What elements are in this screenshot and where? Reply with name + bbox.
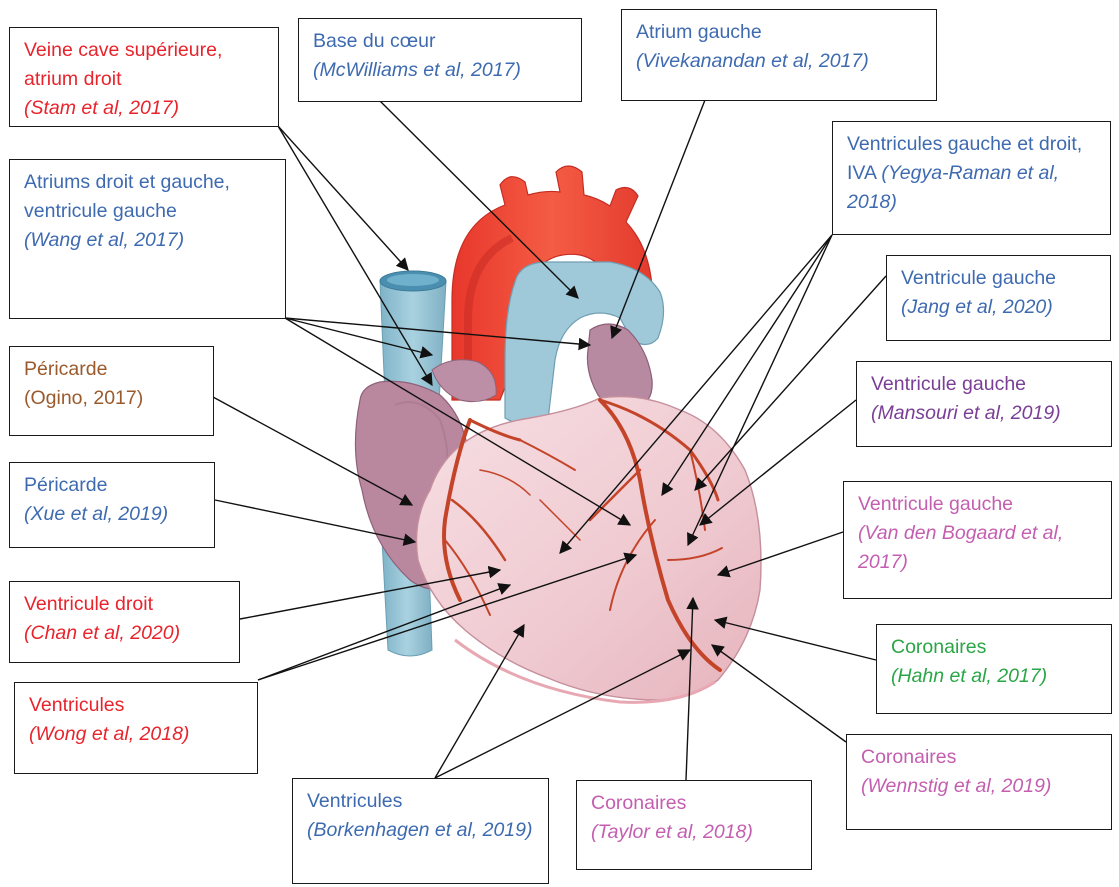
label-title: Ventricule gauche [858,490,1099,519]
label-atriums: Atriums droit et gauche, ventricule gauc… [9,159,286,319]
label-citation: (Borkenhagen et al, 2019) [307,816,536,845]
label-title: Ventricules [29,691,245,720]
label-title: Péricarde [24,355,201,384]
label-pericarde-xue: Péricarde (Xue et al, 2019) [9,462,215,548]
heart-illustration [355,166,761,702]
label-citation: (Ogino, 2017) [24,384,201,413]
label-citation: (Van den Bogaard et al, 2017) [858,519,1099,577]
label-citation: (Stam et al, 2017) [24,94,266,123]
label-citation: (Chan et al, 2020) [24,619,227,648]
label-title: Ventricule gauche [901,264,1098,293]
label-base-coeur: Base du cœur (McWilliams et al, 2017) [298,18,582,102]
label-ventricules-wong: Ventricules (Wong et al, 2018) [14,682,258,774]
label-citation: (Jang et al, 2020) [901,293,1098,322]
label-title: Ventricules [307,787,536,816]
label-citation: (Hahn et al, 2017) [891,662,1099,691]
label-coronaires-taylor: Coronaires (Taylor et al, 2018) [576,780,812,870]
label-title: Atriums droit et gauche, ventricule gauc… [24,168,273,226]
label-vg-jang: Ventricule gauche (Jang et al, 2020) [886,255,1111,341]
label-title: Coronaires [861,743,1099,772]
label-veine-cave: Veine cave supérieure, atrium droit (Sta… [9,27,279,127]
label-citation: (Taylor et al, 2018) [591,818,799,847]
label-citation: (McWilliams et al, 2017) [313,56,569,85]
label-coronaires-hahn: Coronaires (Hahn et al, 2017) [876,624,1112,714]
label-coronaires-wennstig: Coronaires (Wennstig et al, 2019) [846,734,1112,830]
label-citation: (Xue et al, 2019) [24,500,202,529]
ventricles [417,397,762,701]
label-atrium-gauche: Atrium gauche (Vivekanandan et al, 2017) [621,9,937,101]
label-citation: (Yegya-Raman et al, 2018) [847,162,1059,213]
label-title: Base du cœur [313,27,569,56]
label-vg-bogaard: Ventricule gauche (Van den Bogaard et al… [843,481,1112,599]
label-title: Coronaires [591,789,799,818]
label-title: Veine cave supérieure, atrium droit [24,36,266,94]
label-title: Ventricule droit [24,590,227,619]
label-title: Atrium gauche [636,18,924,47]
label-citation: (Wang et al, 2017) [24,226,273,255]
label-citation: (Wennstig et al, 2019) [861,772,1099,801]
label-citation: (Mansouri et al, 2019) [871,399,1099,428]
label-title: Péricarde [24,471,202,500]
label-ventricules-iva: Ventricules gauche et droit, IVA (Yegya-… [832,121,1111,235]
label-ventricules-borkenhagen: Ventricules (Borkenhagen et al, 2019) [292,778,549,884]
label-pericarde-ogino: Péricarde (Ogino, 2017) [9,346,214,436]
label-vg-mansouri: Ventricule gauche (Mansouri et al, 2019) [856,361,1112,447]
label-title: Coronaires [891,633,1099,662]
label-vd-chan: Ventricule droit (Chan et al, 2020) [9,581,240,663]
label-citation: (Vivekanandan et al, 2017) [636,47,924,76]
label-citation: (Wong et al, 2018) [29,720,245,749]
label-title: Ventricule gauche [871,370,1099,399]
